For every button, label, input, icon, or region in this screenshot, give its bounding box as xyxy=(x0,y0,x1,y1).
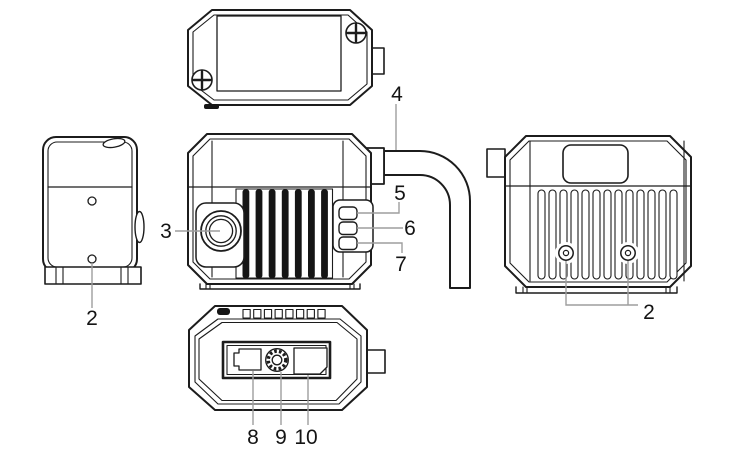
top-view-cover-plate xyxy=(216,15,342,92)
leader-line-screw-left xyxy=(565,261,638,306)
right-view-window xyxy=(562,144,629,184)
phillips-screw-icon xyxy=(191,69,213,91)
cable-outline xyxy=(383,150,471,289)
front-view-inner-outline xyxy=(192,138,367,280)
led-indicator-top xyxy=(338,206,358,221)
front-view: 4 xyxy=(160,83,471,290)
bottom-view-inner-outline-2 xyxy=(198,321,358,402)
led-indicator-bottom xyxy=(338,236,358,251)
port-right xyxy=(293,347,328,375)
right-side-view: 2 xyxy=(486,135,692,324)
right-view-side-tab xyxy=(486,148,506,178)
bottom-view: 8 9 10 xyxy=(188,305,386,449)
port-left xyxy=(233,348,262,371)
bottom-view-side-tab xyxy=(366,349,386,374)
callout-label-5: 5 xyxy=(394,182,406,205)
leader-line-led-bottom xyxy=(357,242,403,253)
top-view-outline xyxy=(187,9,373,106)
callout-label-10: 10 xyxy=(294,426,317,449)
left-view-side-bump xyxy=(134,210,145,244)
mounting-hole xyxy=(87,254,97,264)
callout-label-4: 4 xyxy=(391,83,403,106)
mounting-hole xyxy=(87,196,97,206)
fin-ends-strip xyxy=(217,308,326,319)
left-view-base-foot xyxy=(44,266,142,285)
left-view-top-hole xyxy=(102,137,126,149)
phillips-screw-icon xyxy=(345,22,367,44)
callout-label-3: 3 xyxy=(160,220,172,243)
mounting-screw xyxy=(617,242,639,264)
top-view-bottom-tab xyxy=(204,104,219,109)
callout-label-2-right: 2 xyxy=(643,301,655,324)
callout-label-2-left: 2 xyxy=(86,307,98,330)
led-indicator-panel xyxy=(332,199,374,253)
front-view-base-foot xyxy=(199,283,361,290)
heatsink-fins-front xyxy=(235,188,334,279)
callout-label-6: 6 xyxy=(404,217,416,240)
bottom-view-inner-outline xyxy=(194,318,362,405)
round-connector xyxy=(195,202,245,268)
top-view-side-tab xyxy=(371,47,385,75)
right-view-base-foot xyxy=(515,286,678,294)
mounting-screw xyxy=(555,242,577,264)
top-view-inner-outline xyxy=(192,14,368,101)
left-side-view: 2 xyxy=(42,136,145,330)
callout-label-9: 9 xyxy=(275,426,287,449)
thumbscrew-icon xyxy=(265,348,289,372)
callout-label-8: 8 xyxy=(247,426,259,449)
top-view xyxy=(187,9,385,109)
right-view-inner-outline xyxy=(509,140,687,283)
leader-line-led-top xyxy=(357,202,400,214)
callout-label-7: 7 xyxy=(395,253,407,276)
led-indicator-middle xyxy=(338,221,358,236)
bottom-connector-bay xyxy=(221,340,332,380)
